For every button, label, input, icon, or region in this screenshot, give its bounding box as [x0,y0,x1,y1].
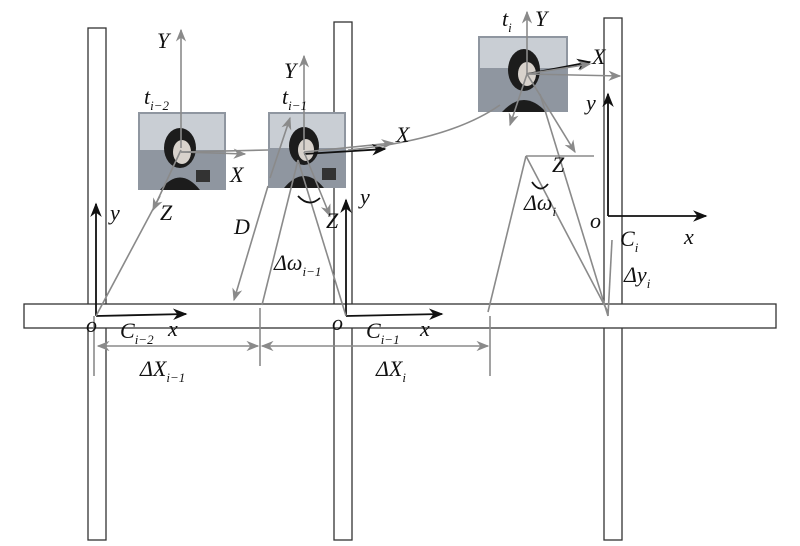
arrow-up-frame2 [269,116,292,179]
label-C-im2: Ci−2 [120,318,154,347]
label-Y2: Y [284,58,299,83]
label-y3: y [584,90,596,115]
label-X2: X [395,122,411,147]
label-y2: y [358,184,370,209]
camera-axes-2 [298,54,395,218]
link-lines [95,93,613,317]
label-t-im1: ti−1 [282,84,307,113]
label-x1: x [167,316,178,341]
label-dW-i: Δωi [523,190,556,219]
label-C-i: Ci [620,226,639,255]
label-Y3: Y [535,6,550,31]
vertical-rail-1 [87,27,107,541]
dimension-line-1 [93,308,261,376]
label-t-i: ti [502,6,512,35]
label-Z2: Z [326,208,339,233]
label-y1: y [108,200,120,225]
label-dW-im1: Δωi−1 [273,250,321,279]
vehicle-frame-2 [340,198,444,321]
vertical-rail-3 [603,17,623,541]
label-dX-i: ΔXi [375,356,406,385]
camera-frame-photo-3 [478,36,568,112]
label-X1: X [229,162,245,187]
label-o1: o [86,312,97,337]
label-x2: x [419,316,430,341]
vehicle-frame-1 [90,202,188,321]
trajectory-curve [347,104,501,151]
angle-arc-2 [531,181,549,190]
label-dy-i: Δyi [623,262,651,291]
label-t-im2: ti−2 [144,84,170,113]
label-dX-im1: ΔXi−1 [139,356,185,385]
label-Y1: Y [157,28,172,53]
label-Z3: Z [552,152,565,177]
camera-axes-3 [508,10,622,154]
dimension-line-2 [260,316,491,376]
label-C-im1: Ci−1 [366,318,400,347]
angle-arc-1 [297,195,321,204]
label-o2: o [332,310,343,335]
label-D: D [233,214,250,239]
label-Z1: Z [160,200,173,225]
label-X3: X [591,44,607,69]
horizontal-rail [23,303,777,329]
label-x3: x [683,224,694,249]
trajectory-segment-1 [180,149,269,153]
label-o3: o [590,208,601,233]
vertical-rail-2 [333,21,353,541]
vehicle-frame-3 [602,92,708,222]
